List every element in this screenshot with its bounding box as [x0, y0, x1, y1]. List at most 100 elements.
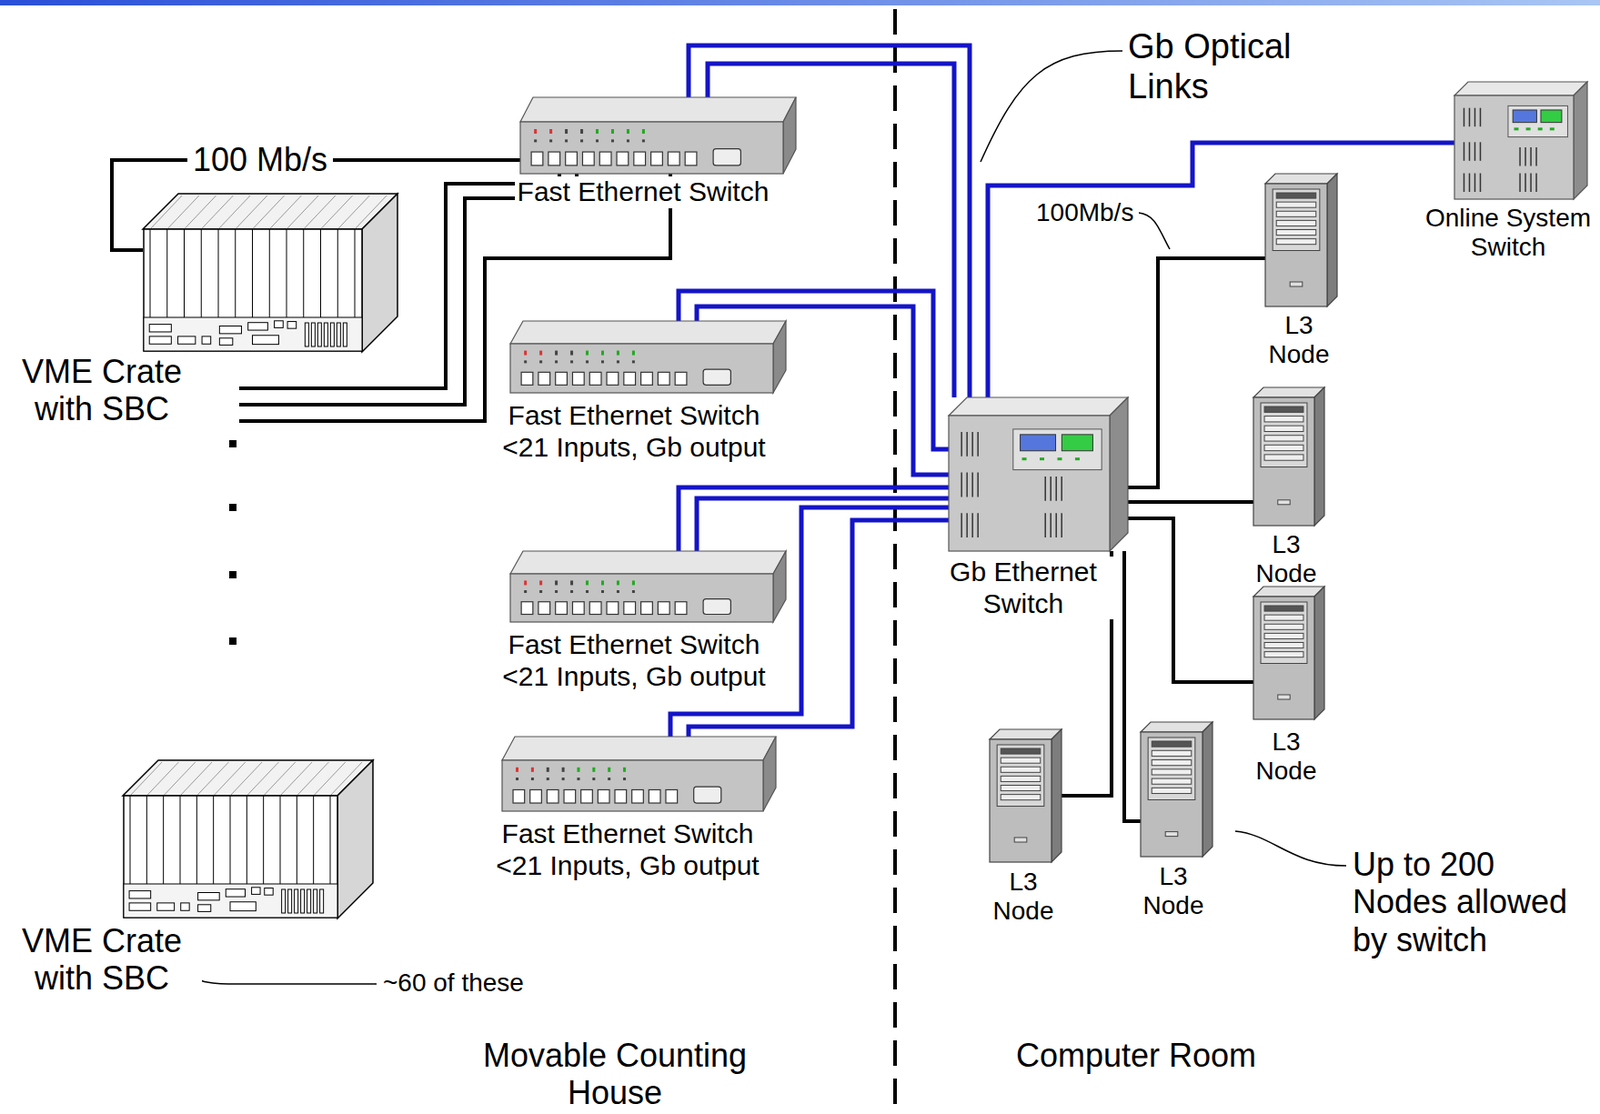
- drive-bay: [1276, 230, 1317, 236]
- status-led: [626, 139, 630, 142]
- cabinet-side: [1573, 81, 1588, 200]
- crate-card-edge: [342, 322, 347, 347]
- vent-slot: [976, 472, 979, 498]
- drive-bay: [1264, 633, 1304, 639]
- crate-panel: [143, 317, 363, 352]
- tower-front: [1140, 732, 1203, 857]
- switch-front: [510, 343, 774, 393]
- drive-bay: [1276, 220, 1317, 226]
- vent-slot: [1529, 173, 1532, 193]
- tower-top: [989, 729, 1062, 740]
- switch-port: [674, 602, 687, 615]
- crate-card-edge: [311, 322, 315, 347]
- switch-front: [502, 760, 764, 812]
- vent-slot: [1535, 147, 1538, 167]
- crate-slot: [337, 229, 339, 318]
- status-led: [616, 590, 620, 594]
- status-led: [585, 351, 589, 356]
- crate-panel: [123, 884, 338, 918]
- ellipsis-dot: [229, 440, 237, 448]
- vent-slot: [1463, 108, 1466, 128]
- status-led: [531, 767, 534, 773]
- room-divider: [893, 9, 897, 1114]
- vent-slot: [1474, 108, 1477, 128]
- drive-bay: [1276, 192, 1317, 199]
- status-led: [1056, 457, 1062, 461]
- status-led: [611, 139, 614, 142]
- crate-connector: [129, 903, 151, 911]
- crate-slot: [330, 795, 332, 885]
- switch-top: [520, 97, 796, 122]
- vent-slot: [1055, 513, 1057, 538]
- callout-label: ~60 of these: [382, 968, 565, 998]
- l3-node: L3 Node: [1140, 722, 1213, 857]
- crate-card-edge: [281, 889, 286, 914]
- status-led: [554, 351, 558, 356]
- crate-connector: [181, 903, 190, 911]
- label-holder: VME Crate with SBC: [1, 352, 202, 429]
- status-led: [642, 139, 645, 142]
- power-button: [1277, 694, 1290, 700]
- crate-top-slot: [201, 195, 233, 230]
- status-led: [562, 767, 565, 773]
- node-label: L3 Node: [1240, 530, 1332, 589]
- vent-slot: [1479, 108, 1482, 128]
- status-led: [515, 777, 519, 781]
- label-holder: L3 Node: [977, 867, 1069, 926]
- label-holder: Online System Switch: [1417, 203, 1600, 262]
- crate-slot: [201, 229, 202, 318]
- crate-slot: [183, 229, 185, 318]
- cabinet-top: [1454, 81, 1588, 96]
- status-led: [1538, 127, 1543, 131]
- crate-slot: [354, 229, 356, 318]
- crate-slot: [302, 229, 304, 318]
- crate-card-edge: [301, 889, 305, 914]
- switch-port: [633, 151, 646, 166]
- status-led: [595, 139, 599, 142]
- crate-side: [337, 760, 373, 919]
- drive-bay: [1151, 769, 1192, 775]
- crate-card-edge: [294, 889, 299, 914]
- switch-side: [783, 97, 796, 174]
- fast-ethernet-switch: Fast Ethernet Switch <21 Inputs, Gb outp…: [510, 321, 786, 393]
- speed-label: 100Mb/s: [1036, 198, 1155, 228]
- status-led: [592, 777, 595, 781]
- tower-top: [1140, 722, 1213, 733]
- status-led: [632, 590, 635, 594]
- drive-bay: [1000, 757, 1041, 764]
- callout-label: Up to 200 Nodes allowed by switch: [1352, 845, 1580, 959]
- l3-node-icon: [1265, 173, 1338, 307]
- switch-port: [582, 151, 594, 166]
- status-led: [576, 777, 580, 781]
- switch-port: [665, 789, 678, 804]
- status-led: [601, 590, 604, 594]
- drive-cage: [1272, 189, 1320, 252]
- crate-card-edge: [288, 889, 292, 914]
- switch-port: [538, 372, 551, 385]
- switch-port: [597, 789, 610, 804]
- status-led: [616, 351, 620, 356]
- drive-bay: [1000, 794, 1041, 801]
- crate-top-slot: [246, 762, 279, 796]
- drive-bay: [1000, 785, 1041, 792]
- drive-bay: [1151, 760, 1192, 766]
- crate-connector: [201, 336, 212, 344]
- crate-slot: [212, 795, 214, 885]
- crate-front: [143, 229, 363, 352]
- status-led: [562, 777, 565, 781]
- vent-slot: [1463, 141, 1466, 162]
- drive-cage: [1260, 402, 1308, 468]
- fast-ethernet-switch: Fast Ethernet Switch <21 Inputs, Gb outp…: [502, 736, 776, 812]
- top-bar: [0, 0, 1600, 6]
- label-holder: Fast Ethernet Switch <21 Inputs, Gb outp…: [486, 818, 769, 882]
- vent-slot: [976, 513, 979, 538]
- status-led: [607, 777, 611, 781]
- drive-bay: [1264, 643, 1304, 649]
- vent-slot: [960, 472, 963, 498]
- crate-top-slot: [146, 762, 179, 796]
- vent-slot: [1524, 173, 1527, 193]
- drive-bay: [1264, 444, 1304, 451]
- gb-ethernet-switch: Gb Ethernet Switch: [948, 397, 1128, 552]
- status-led: [626, 129, 630, 134]
